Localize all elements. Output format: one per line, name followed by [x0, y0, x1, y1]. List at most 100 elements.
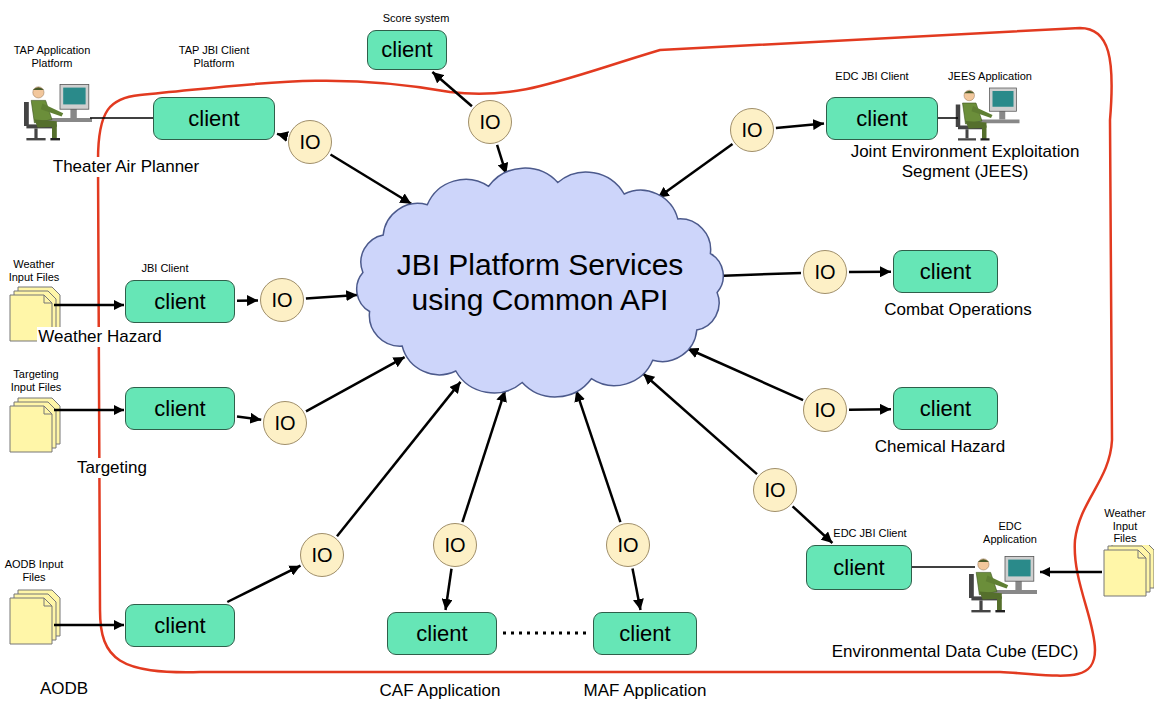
workstation-figure [956, 88, 1020, 141]
cloud-title: JBI Platform Services using Common API [390, 248, 690, 317]
platform-cloud: JBI Platform Services using Common API [340, 160, 740, 405]
io-label: IO [274, 413, 295, 433]
io-label: IO [311, 545, 332, 565]
connector-arrow [446, 569, 452, 610]
client-label: client [154, 291, 205, 313]
input-arrow [54, 304, 124, 307]
io-circle: IO [753, 468, 797, 512]
file-stack [10, 590, 60, 644]
io-circle: IO [300, 533, 344, 577]
caption-label: EDC Application [974, 520, 1046, 545]
connector-arrow [849, 270, 891, 273]
client-label: client [381, 39, 432, 61]
client-label: client [833, 557, 884, 579]
client-box: client [387, 612, 497, 655]
io-label: IO [271, 290, 292, 310]
io-circle: IO [730, 108, 774, 152]
file-stack [10, 398, 60, 452]
client-label: client [154, 615, 205, 637]
connector-arrow [237, 299, 258, 302]
io-label: IO [479, 112, 500, 132]
connector-arrow [237, 416, 261, 419]
workstation-figure [969, 556, 1037, 612]
caption-label: Targeting Input Files [3, 368, 69, 393]
client-box: client [153, 97, 275, 140]
client-box: client [125, 604, 235, 647]
caption-label: CAF Application [379, 681, 502, 701]
connector-arrow [643, 374, 757, 474]
client-box: client [893, 387, 998, 430]
link-line [90, 117, 153, 119]
connector-arrow [462, 391, 505, 523]
connector-arrow [306, 357, 405, 411]
cloud-outline [357, 168, 724, 397]
caption-label: Weather Hazard [37, 327, 162, 347]
connector-arrow [724, 273, 801, 276]
io-circle: IO [803, 250, 847, 294]
client-box: client [806, 545, 912, 590]
connector-arrow [277, 134, 287, 136]
connector-arrow [432, 72, 472, 106]
io-circle: IO [468, 100, 512, 144]
caption-label: Chemical Hazard [874, 437, 1006, 457]
client-label: client [856, 108, 907, 130]
connector-arrow [658, 144, 733, 198]
io-label: IO [814, 262, 835, 282]
caption-label: Theater Air Planner [52, 157, 200, 177]
caption-label: AODB Input Files [3, 558, 65, 583]
link-line [938, 117, 958, 119]
continuation-dots [503, 632, 590, 635]
connector-arrow [337, 382, 461, 536]
io-label: IO [617, 535, 638, 555]
link-line [912, 566, 975, 568]
connector-arrow [227, 566, 300, 602]
client-box: client [125, 387, 235, 430]
client-box: client [893, 250, 998, 293]
client-label: client [920, 261, 971, 283]
caption-label: Weather Input Files [3, 258, 65, 283]
connector-arrow [306, 295, 357, 299]
caption-label: JEES Application [947, 70, 1033, 83]
caption-label: Targeting [76, 458, 148, 478]
io-circle: IO [288, 120, 332, 164]
caption-label: JBI Client [140, 262, 189, 275]
connector-arrow [687, 349, 803, 401]
io-label: IO [299, 132, 320, 152]
connector-arrow [849, 408, 891, 411]
io-label: IO [741, 120, 762, 140]
io-label: IO [444, 535, 465, 555]
caption-label: Score system [382, 12, 451, 25]
connector-arrow [497, 145, 506, 174]
io-circle: IO [606, 523, 650, 567]
caption-label: Environmental Data Cube (EDC) [831, 642, 1080, 662]
client-label: client [416, 623, 467, 645]
client-box: client [125, 280, 235, 323]
client-label: client [920, 398, 971, 420]
caption-label: TAP Application Platform [6, 44, 98, 69]
boundary-outline [98, 28, 1112, 676]
connector-arrow [331, 155, 412, 204]
caption-label: Joint Environment Exploitation Segment (… [824, 142, 1106, 181]
connector-arrow [793, 506, 833, 543]
caption-label: MAF Application [583, 681, 708, 701]
connector-arrow [633, 569, 641, 610]
client-box: client [593, 612, 697, 655]
caption-label: Combat Operations [883, 300, 1032, 320]
client-box: client [826, 97, 938, 140]
connector-arrow [776, 124, 824, 128]
client-label: client [154, 398, 205, 420]
io-circle: IO [260, 278, 304, 322]
file-stack [1104, 542, 1154, 596]
io-circle: IO [263, 401, 307, 445]
io-label: IO [764, 480, 785, 500]
caption-label: EDC JBI Client [832, 527, 907, 540]
caption-label: AODB [39, 679, 89, 699]
input-arrow [54, 409, 124, 412]
workstation-figure [24, 84, 92, 140]
client-label: client [619, 623, 670, 645]
io-circle: IO [433, 523, 477, 567]
caption-label: Weather Input Files [1099, 507, 1151, 545]
client-label: client [188, 108, 239, 130]
input-arrow [1040, 571, 1102, 574]
